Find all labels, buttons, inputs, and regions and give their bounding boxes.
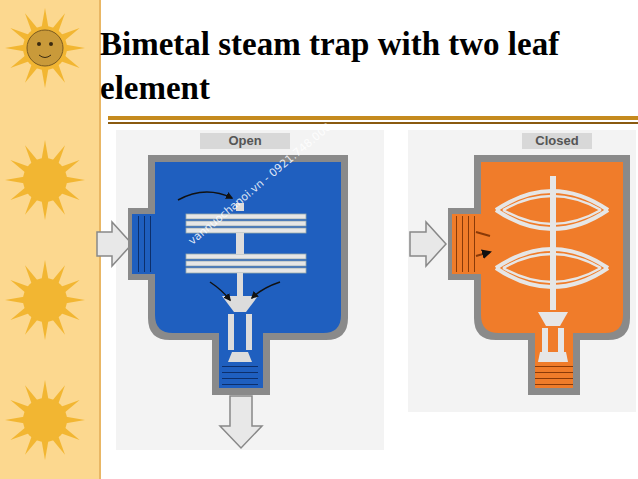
panel-label: Closed [535,133,578,148]
header-rule [108,116,638,120]
title: Bimetal steam trap with two leaf element [100,22,580,110]
open-trap [97,130,384,450]
sun-symbols [5,8,85,460]
side-band [0,0,100,479]
closed-trap [408,130,636,412]
panel-label: Open [228,133,261,148]
